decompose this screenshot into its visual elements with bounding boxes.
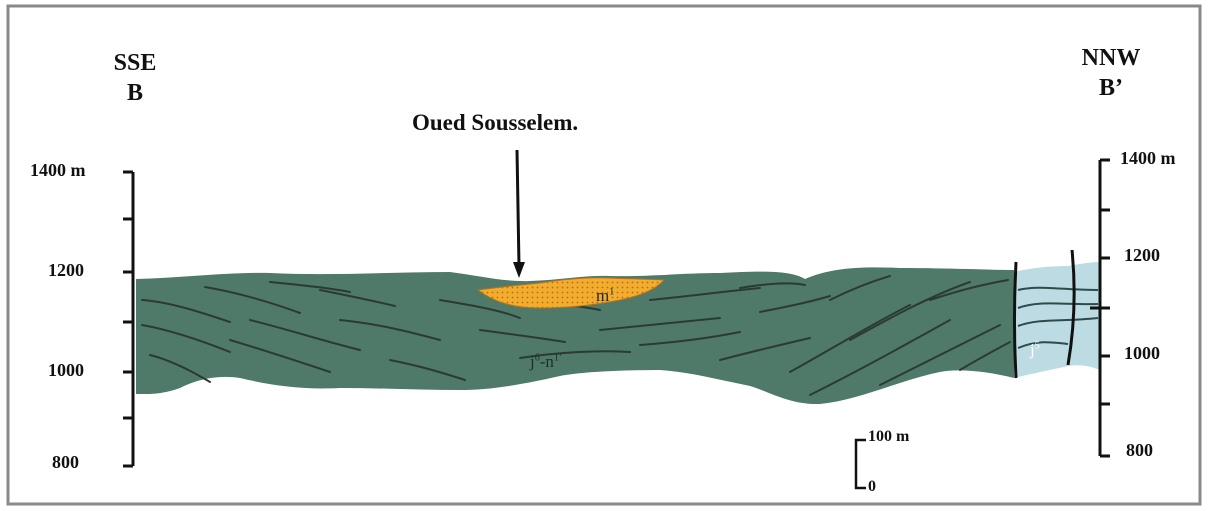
left-scale-1200: 1200 bbox=[48, 260, 84, 281]
formation-upper-label: m1 bbox=[596, 286, 614, 306]
left-point-label: B bbox=[100, 78, 170, 108]
right-scale-800: 800 bbox=[1126, 440, 1153, 461]
formation-main-label: j6-n1’ bbox=[530, 352, 562, 372]
left-scale-1400: 1400 m bbox=[30, 160, 86, 181]
right-scale-1000: 1000 bbox=[1124, 343, 1160, 364]
right-scale-1400: 1400 m bbox=[1120, 148, 1176, 169]
location-label: Oued Sousselem. bbox=[412, 110, 578, 136]
left-scale-1000: 1000 bbox=[48, 360, 84, 381]
right-direction-label: NNW bbox=[1066, 43, 1156, 73]
left-scale-800: 800 bbox=[52, 452, 79, 473]
formation-right-label: j5 bbox=[1030, 340, 1040, 360]
scale-bar-bottom-label: 0 bbox=[868, 478, 876, 496]
right-point-label: B’ bbox=[1066, 73, 1156, 103]
figure-border bbox=[8, 6, 1200, 504]
scale-bar-top-label: 100 m bbox=[868, 428, 909, 446]
right-scale-1200: 1200 bbox=[1124, 245, 1160, 266]
left-direction-label: SSE bbox=[100, 48, 170, 78]
